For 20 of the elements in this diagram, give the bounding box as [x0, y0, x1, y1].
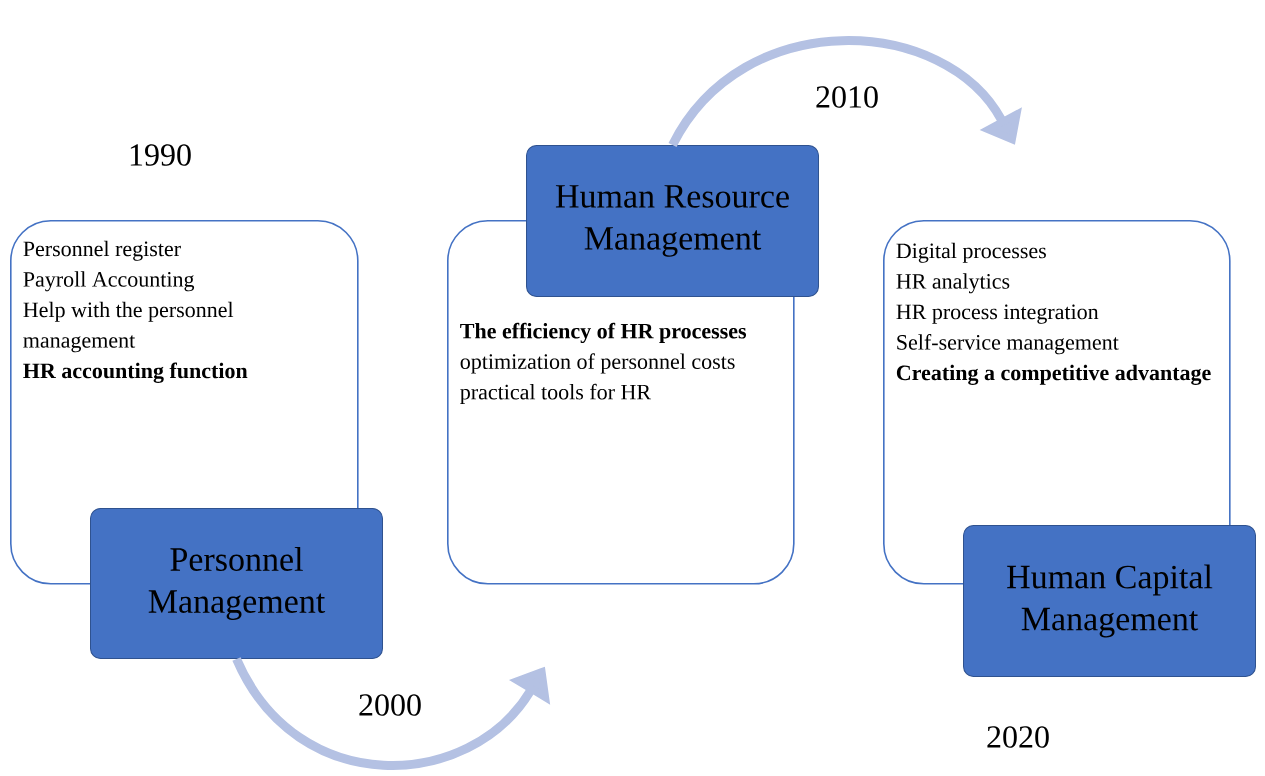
title-box: Personnel Management — [90, 508, 383, 659]
list-item: Payroll Accounting — [23, 271, 195, 292]
year-label: 2000 — [359, 694, 421, 716]
curved-arrow — [668, 36, 1022, 148]
list-item: Digital processes — [896, 242, 1046, 263]
list-item: HR process integration — [896, 304, 1099, 324]
year-label: 2010 — [816, 86, 878, 108]
list-item: practical tools for HR — [460, 383, 652, 404]
list-item: HR analytics — [896, 273, 1010, 294]
list-item: Personnel register — [23, 240, 181, 261]
list-item: Creating a competitive advantage — [896, 364, 1211, 385]
list-item: Self-service management — [897, 334, 1119, 355]
year-label: 2020 — [987, 726, 1049, 748]
list-item: Help with the personnel management — [23, 301, 234, 353]
title-box: Human Capital Management — [963, 525, 1256, 677]
list-item: optimization of personnel costs — [460, 353, 735, 374]
list-item: The efficiency of HR processes — [460, 322, 747, 344]
title-box: Human Resource Management — [526, 145, 819, 297]
year-label: 1990 — [130, 144, 191, 166]
list-item: HR accounting function — [23, 362, 248, 383]
